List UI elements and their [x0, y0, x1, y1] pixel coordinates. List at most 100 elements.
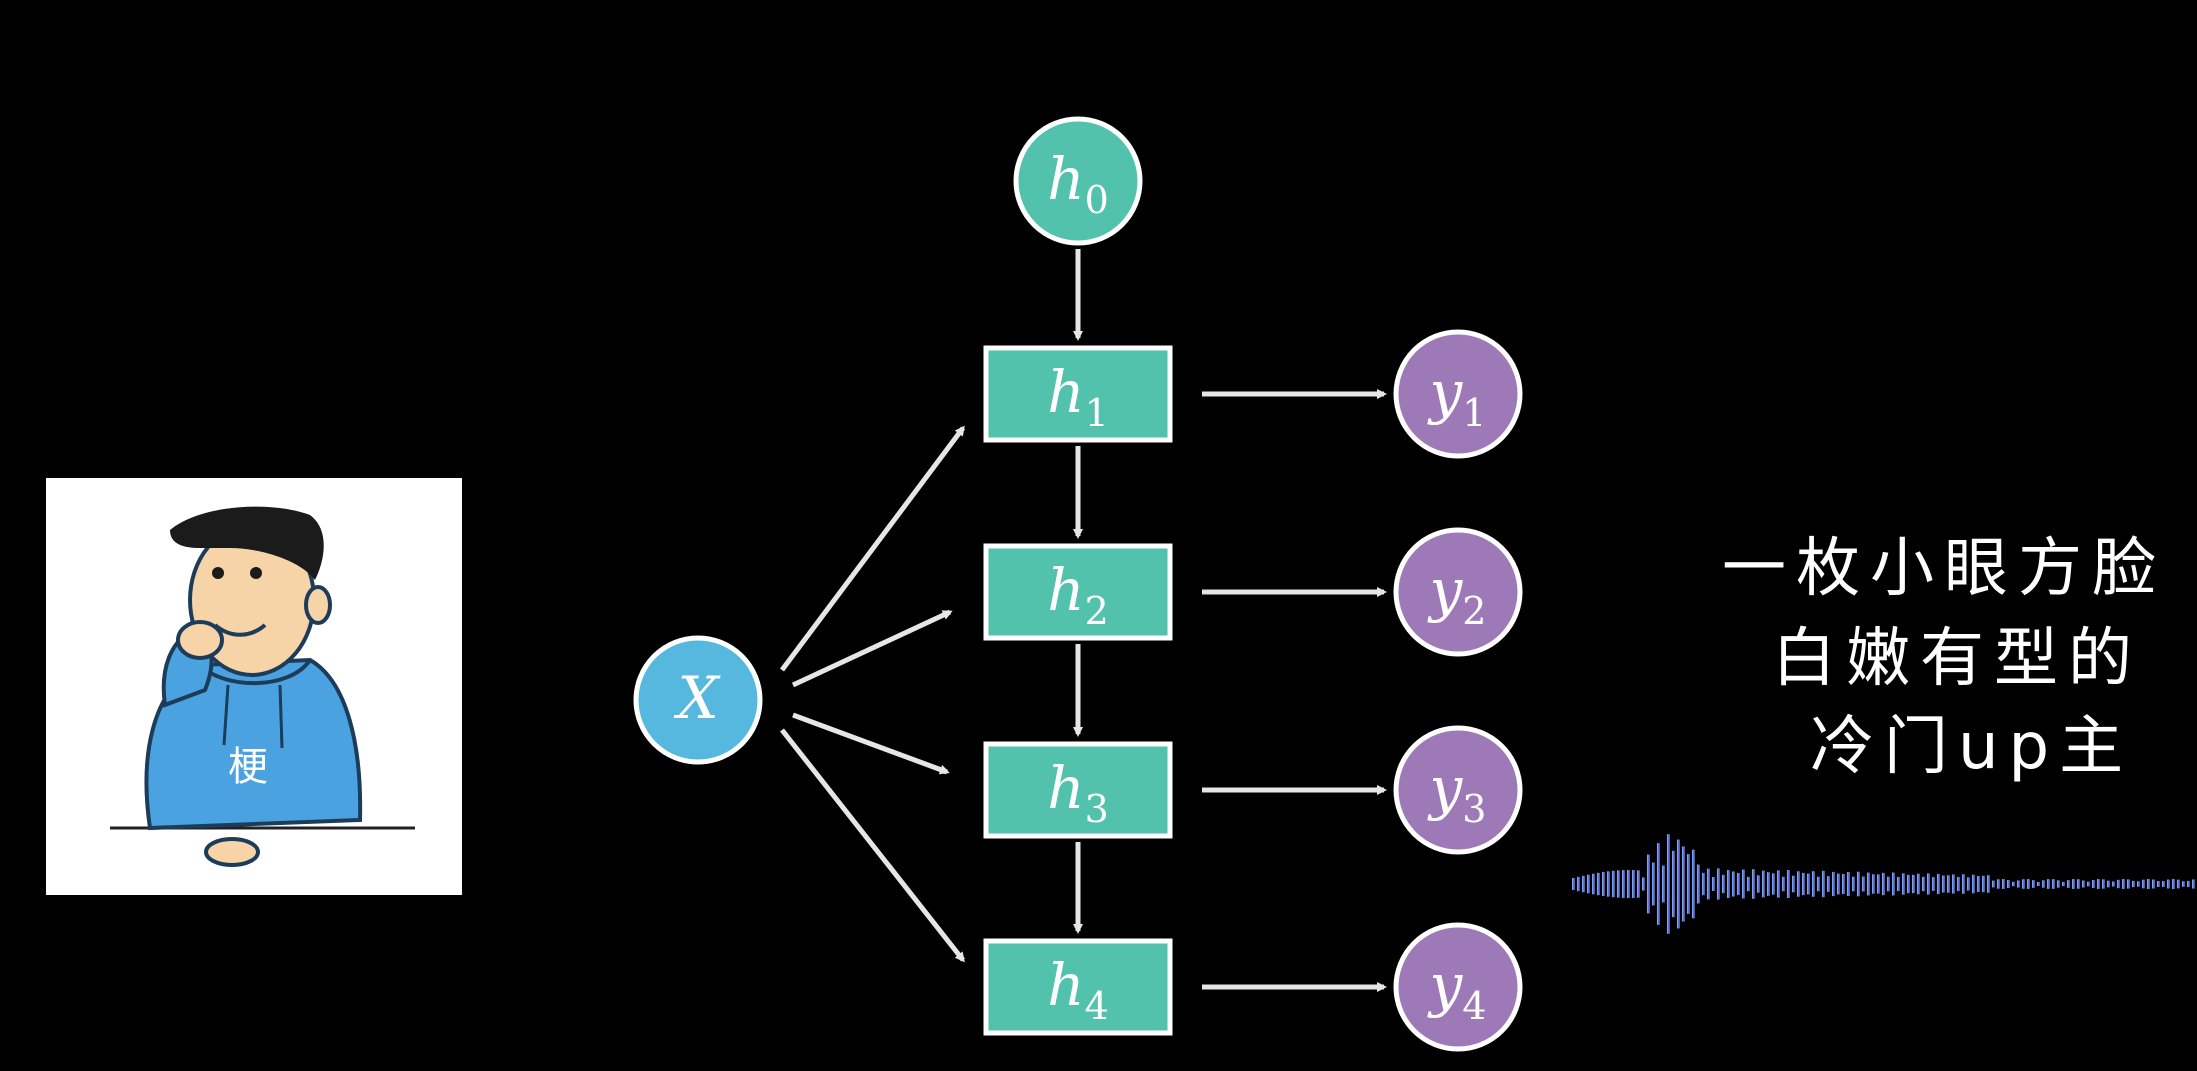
waveform-bar [2162, 881, 2165, 887]
waveform-bar [1922, 876, 1925, 892]
mascot-shirt-text: 梗 [228, 744, 268, 790]
waveform-bar [1847, 872, 1850, 896]
waveform-bar [1817, 876, 1820, 892]
waveform-bar [1712, 877, 1715, 891]
mascot-card: 梗 [46, 478, 462, 895]
waveform-bar [1737, 873, 1740, 895]
waveform-bar [2072, 879, 2075, 889]
waveform-bar [2007, 879, 2010, 889]
waveform-bar [1582, 875, 1585, 893]
waveform-bar [1577, 876, 1580, 892]
waveform-bar [2042, 880, 2045, 888]
waveform-bar [1812, 871, 1815, 897]
waveform-bar [2127, 879, 2130, 889]
waveform-bar [1687, 854, 1690, 914]
waveform-bar [2112, 881, 2115, 887]
waveform-bar [1822, 870, 1825, 898]
node-h4-label: h4 [1047, 951, 1109, 1028]
waveform-bar [2077, 879, 2080, 889]
waveform-bar [1762, 870, 1765, 898]
waveform-bar [2192, 879, 2195, 889]
waveform-bar [1747, 876, 1750, 892]
waveform-bar [2182, 881, 2185, 887]
waveform-bar [1967, 877, 1970, 891]
edges [779, 249, 1387, 992]
waveform-bar [1752, 869, 1755, 899]
waveform-bar [1837, 873, 1840, 895]
waveform-bar [2172, 879, 2175, 889]
waveform-bar [1602, 871, 1605, 897]
waveform-bar [2062, 881, 2065, 887]
waveform-bar [1977, 876, 1980, 892]
waveform-bar [1707, 868, 1710, 900]
waveform-bar [1992, 880, 1995, 888]
waveform-bar [1667, 834, 1670, 934]
waveform-bar [1832, 871, 1835, 897]
waveform-bar [1592, 873, 1595, 895]
waveform-bar [2087, 881, 2090, 887]
waveform-bar [2092, 879, 2095, 889]
waveform-bar [1797, 871, 1800, 897]
waveform-bar [1607, 871, 1610, 897]
node-h4 [983, 938, 1173, 1036]
waveform-bar [1892, 872, 1895, 896]
waveform-bar [1767, 872, 1770, 896]
waveform-bar [1627, 870, 1630, 898]
waveform-bar [1782, 876, 1785, 892]
waveform-bar [1702, 872, 1705, 896]
waveform-bar [1677, 839, 1680, 929]
waveform-bar [2102, 879, 2105, 889]
waveform-bar [1642, 877, 1645, 891]
waveform-bar [1597, 872, 1600, 896]
caption-line-1: 一枚小眼方脸 [1722, 532, 2166, 606]
waveform-bar [2057, 880, 2060, 888]
waveform-bar [1897, 876, 1900, 892]
waveform-bar [1757, 875, 1760, 893]
waveform-bar [2027, 879, 2030, 889]
waveform-bar [1862, 876, 1865, 892]
waveform-bar [1867, 872, 1870, 896]
waveform-bar [2107, 880, 2110, 888]
waveform-bar [1997, 879, 2000, 889]
waveform-bar [1947, 875, 1950, 893]
waveform-bar [1877, 874, 1880, 894]
waveform-bar [1932, 877, 1935, 891]
waveform-bar [1672, 850, 1675, 918]
node-h2 [983, 543, 1173, 641]
arrow-x-h4 [780, 728, 965, 963]
node-y2-label: y2 [1427, 556, 1487, 633]
caption: 一枚小眼方脸 白嫩有型的 冷门up主 [1722, 532, 2166, 784]
waveform-bar [1652, 862, 1655, 906]
arrow-x-h3 [792, 712, 950, 775]
arrow-x-h1 [779, 425, 966, 672]
waveform-bar [2177, 879, 2180, 889]
waveform-bar [2032, 880, 2035, 888]
waveform-bar [1962, 874, 1965, 894]
node-y3 [1393, 725, 1523, 855]
arrow-x-h2 [791, 609, 953, 688]
waveform-bar [2022, 879, 2025, 889]
waveform-bar [2017, 880, 2020, 888]
waveform-bar [2147, 879, 2150, 889]
waveform-bar [1722, 874, 1725, 894]
waveform-bar [1572, 878, 1575, 890]
waveform-bar [1792, 875, 1795, 893]
waveform-bar [1772, 873, 1775, 895]
waveform-bar [1827, 876, 1830, 892]
waveform-bar [1802, 872, 1805, 896]
waveform-bar [1912, 874, 1915, 894]
waveform-bar [1682, 846, 1685, 922]
waveform-bar [2082, 880, 2085, 888]
node-h0 [1013, 116, 1143, 246]
waveform-bar [1637, 870, 1640, 898]
waveform-bar [2122, 879, 2125, 889]
waveform-bar [1927, 873, 1930, 895]
waveform-bar [1657, 843, 1660, 925]
waveform-bar [1807, 873, 1810, 895]
waveform-bar [1872, 874, 1875, 894]
waveform-bar [1917, 873, 1920, 895]
waveform-bar [1622, 870, 1625, 898]
waveform-bar [1887, 876, 1890, 892]
caption-line-2: 白嫩有型的 [1772, 622, 2142, 696]
mascot-illustration: 梗 [110, 506, 415, 867]
